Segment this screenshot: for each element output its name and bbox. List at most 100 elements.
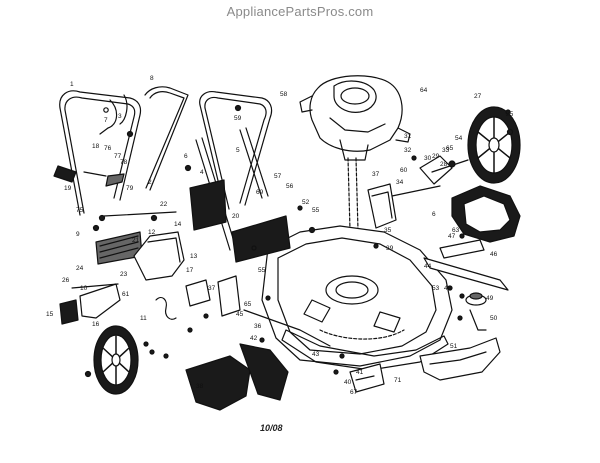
label-54: 54 xyxy=(455,135,463,142)
label-65-bottom: 65 xyxy=(244,301,252,308)
date-code: 10/08 xyxy=(260,423,283,433)
label-18: 18 xyxy=(92,143,100,150)
label-33: 33 xyxy=(442,147,450,154)
front-trim xyxy=(281,329,449,371)
panel-4[interactable] xyxy=(189,179,227,231)
label-62: 6 xyxy=(432,211,436,218)
label-16: 16 xyxy=(92,321,100,328)
label-49: 49 xyxy=(486,295,494,302)
label-8: 8 xyxy=(150,75,154,82)
label-4: 4 xyxy=(200,169,204,176)
label-43: 43 xyxy=(312,351,320,358)
label-40: 40 xyxy=(344,379,352,386)
mower-deck[interactable] xyxy=(261,225,453,367)
part-labels: 1 8 58 64 7 3 59 5 27 25 31 32 54 18 76 … xyxy=(46,75,514,396)
label-75: 75 xyxy=(76,207,84,214)
label-76: 76 xyxy=(104,145,112,152)
label-25-top: 25 xyxy=(506,111,514,118)
label-48: 48 xyxy=(444,285,452,292)
label-63: 63 xyxy=(452,227,460,234)
label-79: 79 xyxy=(126,185,134,192)
label-31-top: 31 xyxy=(404,133,412,140)
label-39: 39 xyxy=(386,245,394,252)
label-12: 12 xyxy=(148,229,156,236)
label-5: 5 xyxy=(236,147,240,154)
label-6: 6 xyxy=(184,153,188,160)
label-3: 3 xyxy=(118,113,122,120)
label-37-mid: 37 xyxy=(208,285,216,292)
label-67: 67 xyxy=(350,389,358,396)
rear-wheel-right[interactable] xyxy=(467,106,521,184)
label-71: 71 xyxy=(394,377,402,384)
panel-20[interactable] xyxy=(231,215,291,263)
label-17: 17 xyxy=(186,267,194,274)
label-10: 10 xyxy=(80,285,88,292)
label-26: 26 xyxy=(62,277,70,284)
label-60: 60 xyxy=(400,167,408,174)
label-36: 36 xyxy=(254,323,262,330)
label-38: 38 xyxy=(196,383,204,390)
fasteners xyxy=(84,104,514,378)
label-77: 77 xyxy=(114,153,122,160)
long-bolt xyxy=(71,211,177,289)
label-41: 41 xyxy=(356,369,364,376)
right-height-lever[interactable] xyxy=(419,155,469,185)
label-2: 2 xyxy=(148,179,152,186)
side-discharge-chute[interactable] xyxy=(185,343,289,411)
label-55-top: 55 xyxy=(312,207,320,214)
label-42: 42 xyxy=(250,335,258,342)
label-53: 53 xyxy=(432,285,440,292)
label-13: 13 xyxy=(190,253,198,260)
label-52: 52 xyxy=(302,199,310,206)
label-34: 34 xyxy=(396,179,404,186)
label-61: 61 xyxy=(122,291,130,298)
label-51: 51 xyxy=(450,343,458,350)
control-cable[interactable] xyxy=(99,94,128,135)
label-9: 9 xyxy=(76,231,80,238)
pivot-bracket[interactable] xyxy=(349,363,385,393)
upper-handle-left[interactable] xyxy=(59,90,142,216)
rear-discharge-chute[interactable] xyxy=(451,185,521,243)
handle-bar-8[interactable] xyxy=(144,86,189,191)
label-24: 24 xyxy=(76,265,84,272)
label-15: 15 xyxy=(46,311,54,318)
rear-axle-rod[interactable] xyxy=(243,185,441,347)
label-28: 28 xyxy=(440,161,448,168)
right-axle-bracket[interactable] xyxy=(367,183,397,229)
left-height-lever[interactable] xyxy=(59,283,121,325)
watermark-header: AppliancePartsPros.com xyxy=(226,4,374,19)
label-65: 65 xyxy=(446,145,454,152)
label-14: 14 xyxy=(174,221,182,228)
label-1: 1 xyxy=(70,81,74,88)
label-57: 57 xyxy=(274,173,282,180)
label-20: 20 xyxy=(232,213,240,220)
label-29: 29 xyxy=(432,153,440,160)
label-27-top: 27 xyxy=(474,93,482,100)
label-47: 47 xyxy=(448,233,456,240)
label-22: 22 xyxy=(160,201,168,208)
label-58: 58 xyxy=(280,91,288,98)
blade-adapter[interactable] xyxy=(465,292,487,331)
engine[interactable] xyxy=(299,75,411,231)
label-23: 23 xyxy=(120,271,128,278)
label-19: 19 xyxy=(64,185,72,192)
height-adjust-bracket[interactable] xyxy=(155,275,241,320)
mower-blade[interactable] xyxy=(423,239,509,291)
left-axle-bracket[interactable] xyxy=(133,231,185,281)
label-32: 32 xyxy=(404,147,412,154)
label-59: 59 xyxy=(234,115,242,122)
label-30: 30 xyxy=(424,155,432,162)
label-64: 64 xyxy=(420,87,428,94)
label-37-top: 37 xyxy=(372,171,380,178)
label-55-mid: 55 xyxy=(258,267,266,274)
label-44: 44 xyxy=(424,263,432,270)
front-wheel-left[interactable] xyxy=(93,325,139,395)
label-69: 69 xyxy=(256,189,264,196)
label-11: 11 xyxy=(140,315,147,322)
label-56: 56 xyxy=(286,183,294,190)
label-50: 50 xyxy=(490,315,498,322)
rear-baffle[interactable] xyxy=(419,337,501,381)
label-78: 78 xyxy=(120,159,128,166)
handle-knob[interactable] xyxy=(53,165,125,187)
